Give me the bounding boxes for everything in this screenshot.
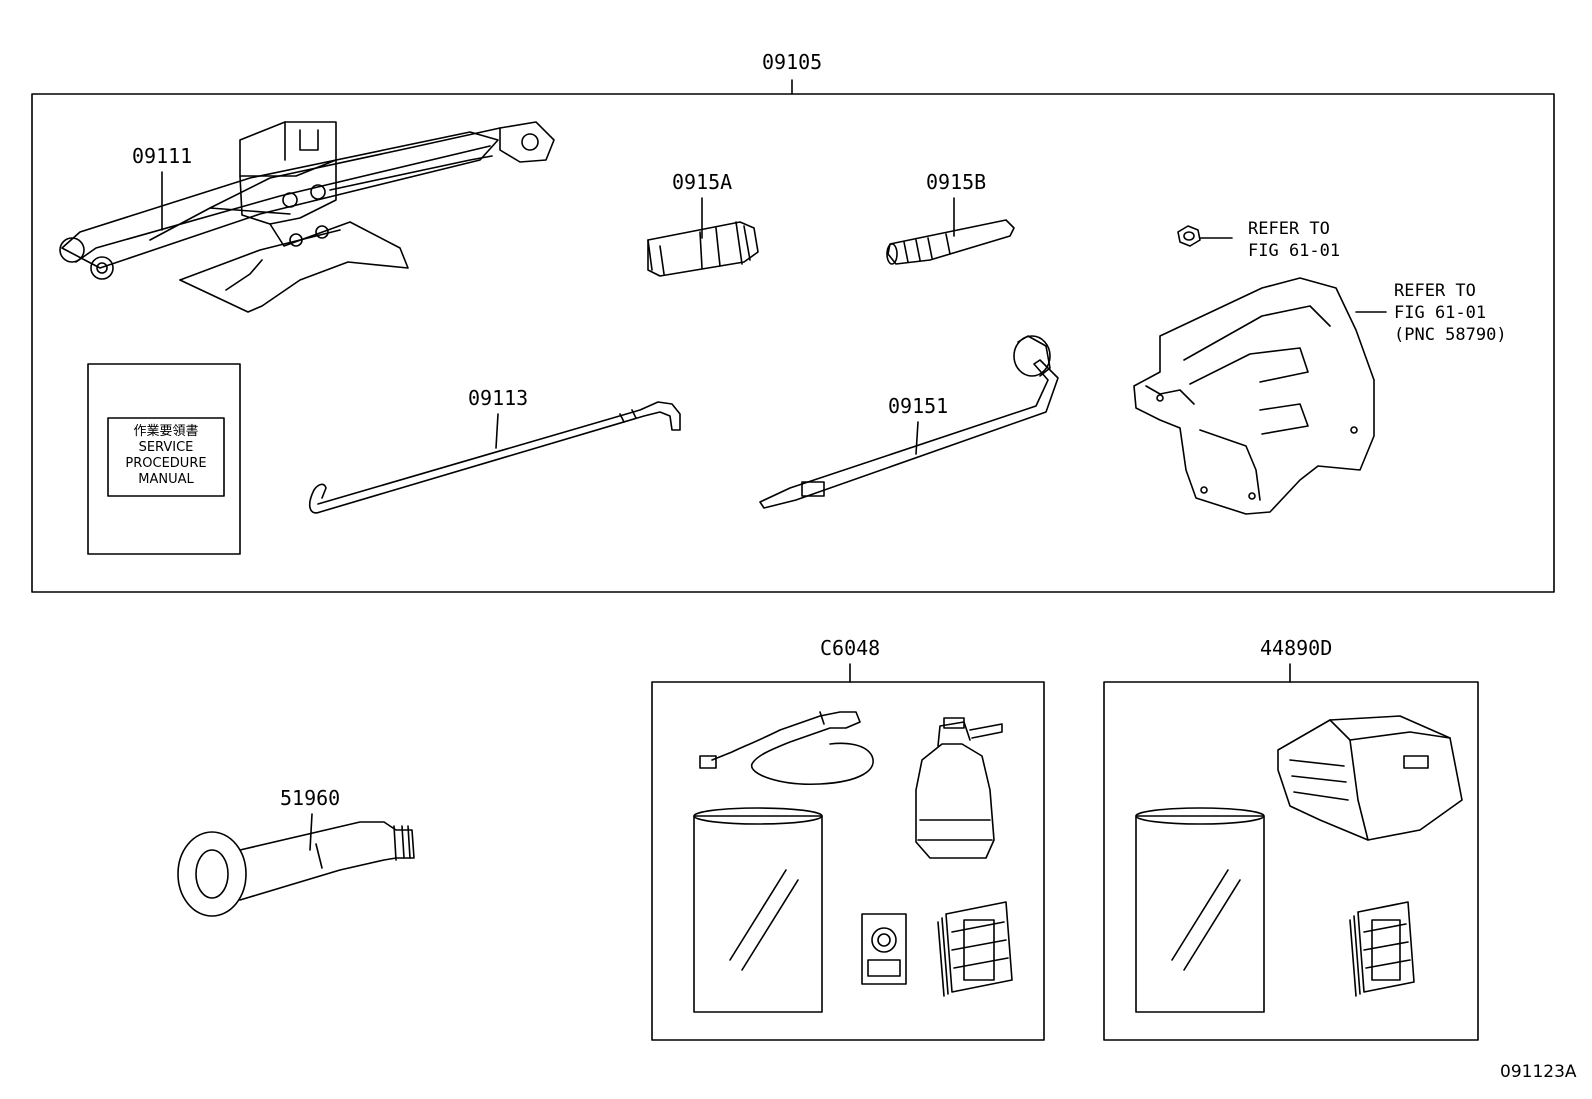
label-repair-kit: C6048	[820, 636, 881, 660]
label-group-kit: 09105	[762, 50, 823, 74]
label-towing-eye: 51960	[280, 786, 341, 810]
manual-title-line4: MANUAL	[138, 472, 194, 487]
leader-09151	[915, 421, 919, 455]
manual-title-line2: SERVICE	[138, 440, 194, 455]
reference-note-nut-line1: REFER TO	[1248, 219, 1330, 239]
repair-kit-drawing	[693, 711, 1013, 1013]
label-handle-adapter-a: 0915A	[672, 170, 733, 194]
jack-handle-drawing	[308, 401, 681, 514]
manual-title-jp: 作業要領書	[133, 424, 199, 439]
reference-note-bracket-line1: REFER TO	[1394, 281, 1476, 301]
reference-note-nut-line2: FIG 61-01	[1248, 241, 1341, 261]
reference-note-bracket-line2: FIG 61-01	[1394, 303, 1487, 323]
label-compressor-kit: 44890D	[1260, 636, 1333, 660]
towing-eye-drawing	[177, 821, 415, 917]
label-handle-adapter-b: 0915B	[926, 170, 987, 194]
jack-drawing	[59, 121, 555, 313]
label-jack: 09111	[132, 144, 193, 168]
manual-title-line3: PROCEDURE	[125, 456, 207, 471]
reference-note-bracket: REFER TO FIG 61-01 (PNC 58790)	[1394, 280, 1507, 346]
compressor-kit-drawing	[1135, 715, 1463, 1013]
nut-drawing	[1177, 225, 1233, 247]
adapter-0915a-drawing	[647, 221, 759, 277]
bracket-drawing	[1133, 277, 1387, 515]
wheel-wrench-drawing	[759, 335, 1059, 509]
kit-frame-c6048	[651, 681, 1045, 1041]
kit-frame-44890d	[1103, 681, 1479, 1041]
adapter-0915b-drawing	[886, 219, 1015, 265]
manual-drawing	[87, 363, 241, 555]
manual-cover-text: 作業要領書 SERVICE PROCEDURE MANUAL	[108, 424, 224, 488]
label-jack-handle: 09113	[468, 386, 529, 410]
label-wheel-wrench: 09151	[888, 394, 949, 418]
kit-frame-09105	[31, 93, 1555, 593]
figure-id: 091123A	[1500, 1062, 1577, 1082]
reference-note-nut: REFER TO FIG 61-01	[1248, 218, 1340, 262]
leader-51960	[309, 813, 313, 851]
reference-note-bracket-line3: (PNC 58790)	[1394, 325, 1507, 345]
leader-09113	[495, 413, 499, 449]
